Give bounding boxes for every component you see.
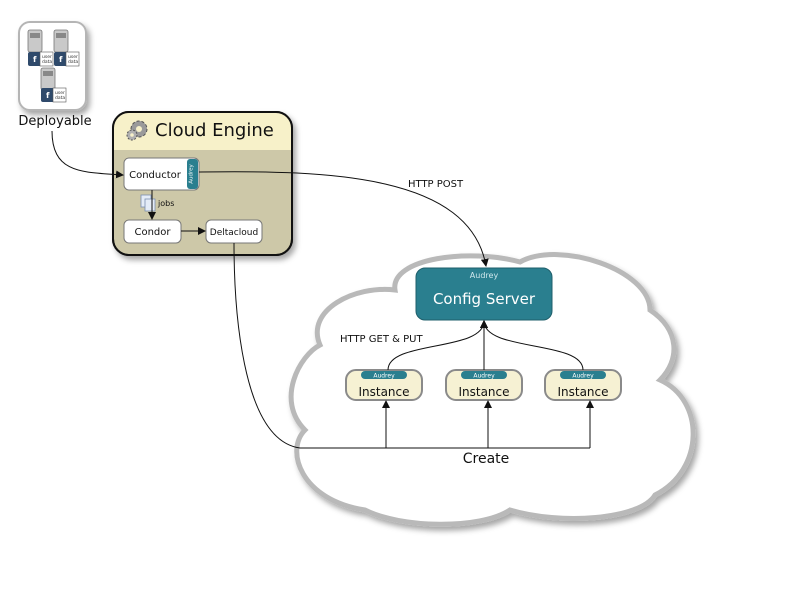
deltacloud-box[interactable]: Deltacloud [205, 219, 263, 244]
image-icon: f user data [27, 29, 54, 67]
svg-text:user: user [42, 54, 52, 60]
instance-1-to-config-arrow [387, 320, 488, 371]
instance-3[interactable]: Audrey Instance [544, 369, 622, 401]
cloud-engine: Cloud Engine Audrey Conductor jobs Condo… [112, 111, 293, 256]
instance-3-to-config-arrow [480, 320, 584, 371]
gear-icon [126, 120, 148, 141]
config-server-audrey-tag: Audrey [470, 271, 499, 280]
jobs-label: jobs [157, 199, 174, 208]
connectors [51, 130, 594, 449]
svg-text:user: user [55, 90, 65, 96]
svg-text:data: data [42, 59, 52, 65]
instance-1[interactable]: Audrey Instance [345, 369, 423, 401]
cloud-engine-title: Cloud Engine [155, 120, 274, 141]
instance-audrey-tag: Audrey [373, 373, 395, 380]
condor-label: Condor [134, 227, 171, 238]
svg-text:user: user [68, 54, 78, 60]
deployable-to-conductor-arrow [51, 130, 124, 179]
conductor-label: Conductor [129, 170, 182, 181]
instance-label: Instance [358, 385, 409, 399]
image-icon: f user data [40, 67, 67, 103]
create-label: Create [463, 451, 510, 467]
deployable[interactable]: f user data f user data f user data Depl… [18, 21, 92, 129]
svg-text:f: f [46, 91, 50, 100]
instance-label: Instance [458, 385, 509, 399]
jobs-icon [140, 194, 156, 212]
http-post-arrow [198, 171, 489, 267]
http-post-label: HTTP POST [408, 179, 464, 190]
instance-audrey-tag: Audrey [473, 373, 495, 380]
svg-text:data: data [68, 59, 78, 65]
deltacloud-label: Deltacloud [210, 228, 258, 238]
condor-box[interactable]: Condor [123, 219, 182, 244]
conductor-box[interactable]: Audrey Conductor [123, 157, 200, 191]
config-server-title: Config Server [433, 290, 536, 308]
image-icon: f user data [53, 29, 80, 67]
config-server[interactable]: Audrey Config Server [415, 267, 553, 321]
svg-text:f: f [59, 55, 63, 64]
deployable-label: Deployable [18, 114, 91, 129]
http-get-put-label: HTTP GET & PUT [340, 334, 423, 345]
instance-2[interactable]: Audrey Instance [445, 369, 523, 401]
svg-text:data: data [55, 95, 65, 101]
svg-text:f: f [33, 55, 37, 64]
instance-audrey-tag: Audrey [572, 373, 594, 380]
instance-label: Instance [557, 385, 608, 399]
deltacloud-to-create-line [233, 242, 590, 449]
conductor-audrey-tag: Audrey [189, 164, 195, 184]
